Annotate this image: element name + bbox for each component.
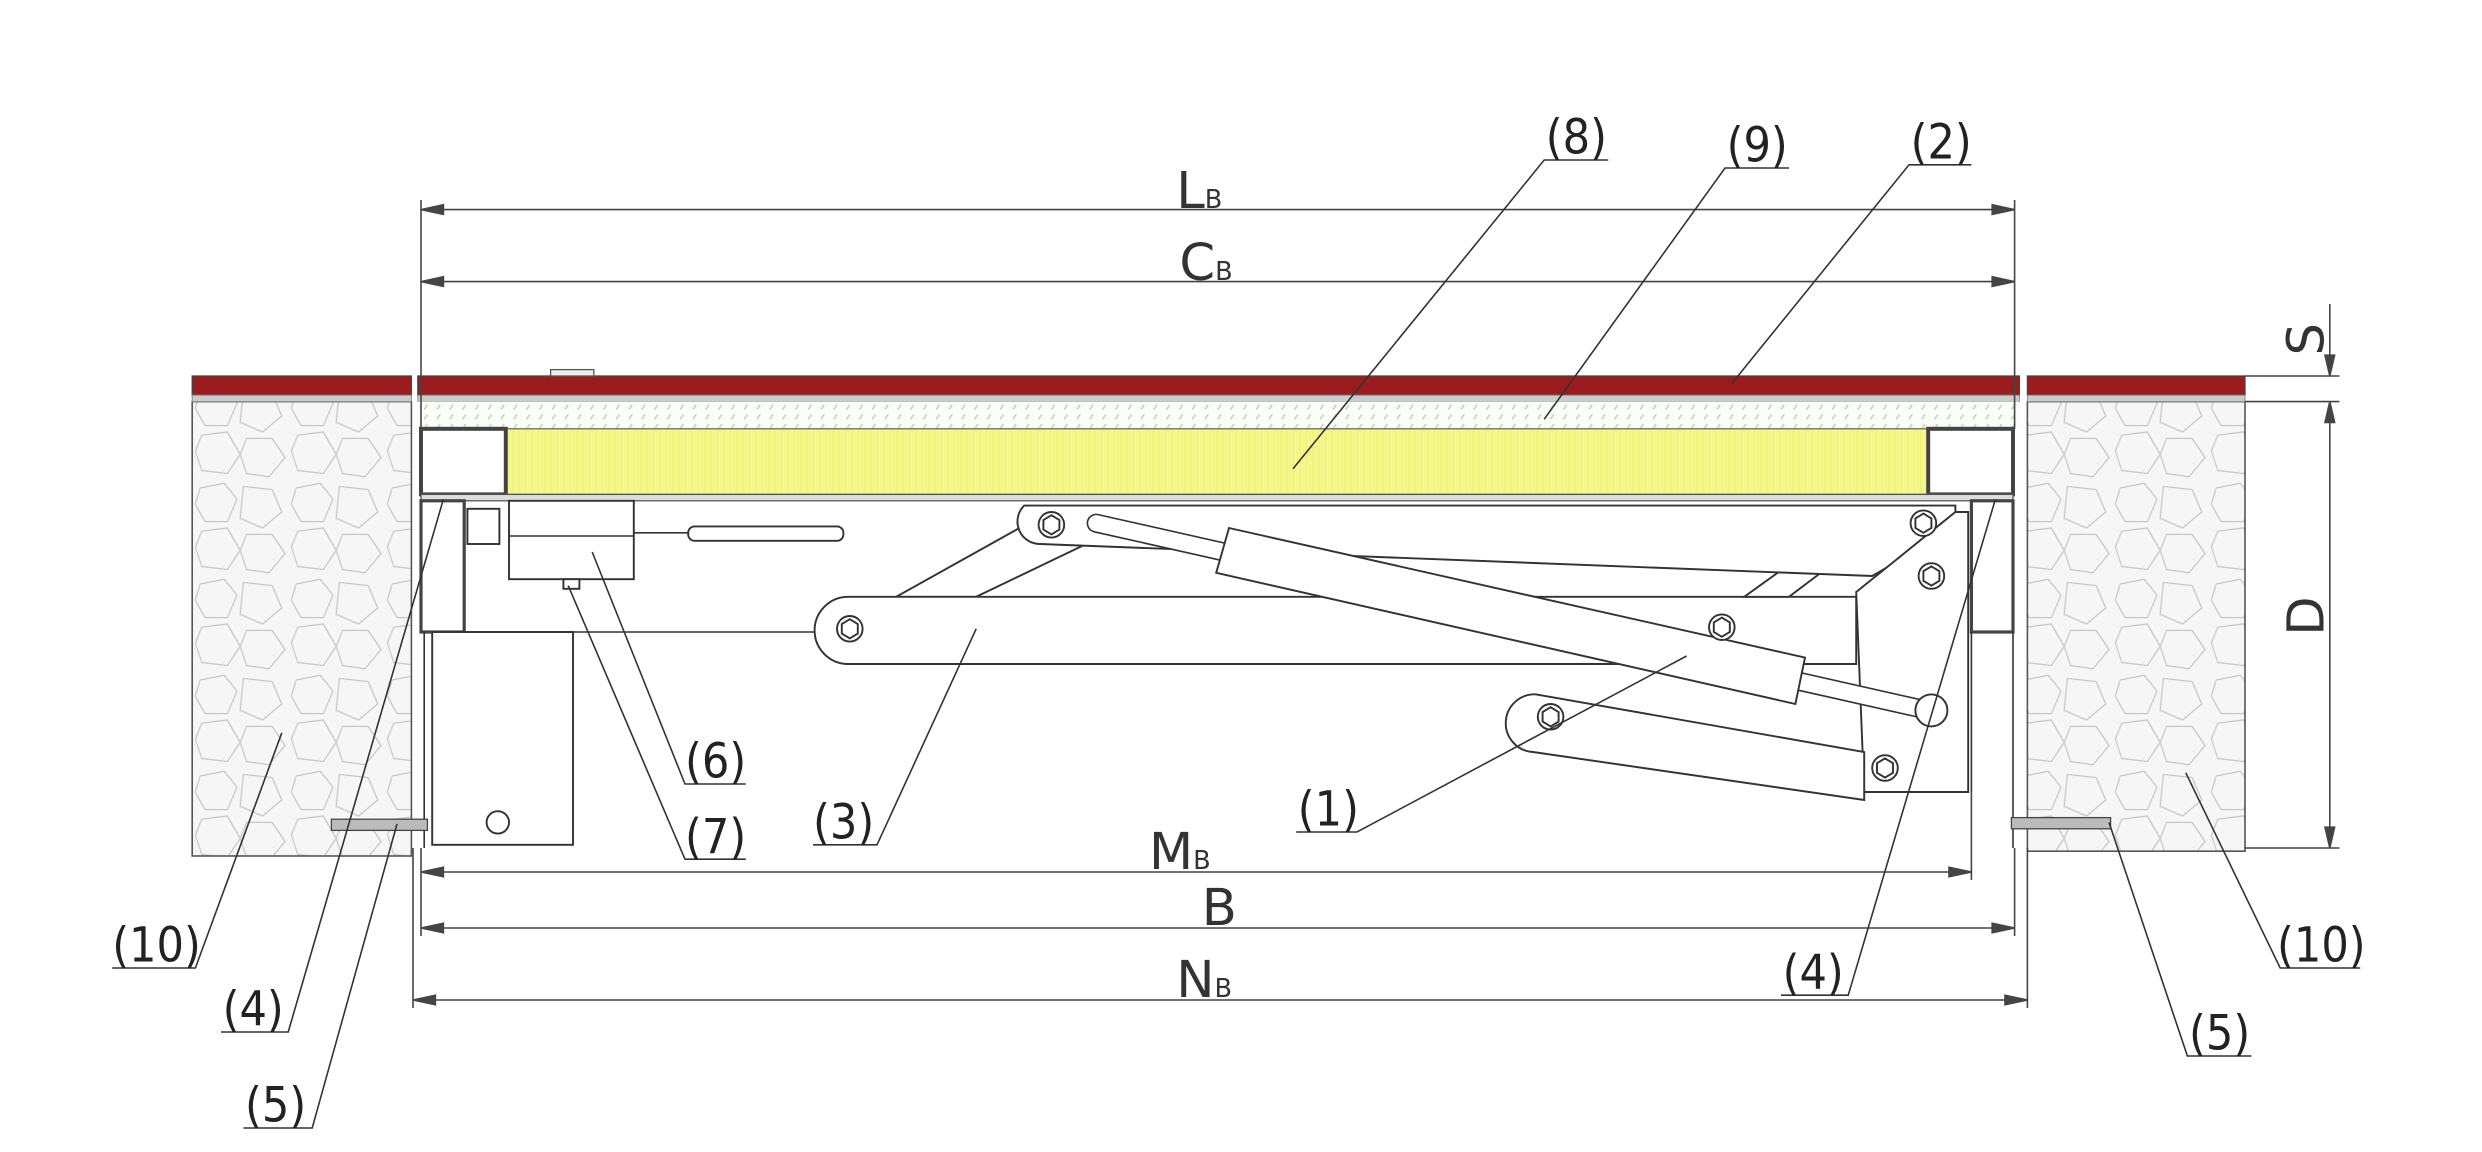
tube-right [1926, 426, 2016, 497]
handle-plate [549, 368, 595, 377]
callout-4-left: (4) [223, 982, 284, 1038]
dim-mb: M [1149, 822, 1193, 882]
callout-2: (2) [1911, 114, 1972, 170]
anchor-left [330, 818, 429, 832]
frame-left [419, 499, 466, 634]
svg-text:CB: CB [1179, 233, 1232, 293]
dim-d: D [2276, 596, 2336, 635]
callout-7: (7) [685, 809, 746, 865]
callout-labels: (8) (9) (2) (6) (7) (3) (1) (10) (4) (5)… [112, 110, 2365, 1134]
cover-left [191, 375, 413, 396]
callout-10-right: (10) [2277, 918, 2366, 974]
dim-lb: L [1176, 161, 1205, 221]
callout-8: (8) [1546, 110, 1607, 166]
callout-5-right: (5) [2189, 1006, 2250, 1062]
gas-spring [1214, 526, 1807, 706]
svg-text:NB: NB [1176, 950, 1232, 1010]
cover-main [417, 375, 2021, 396]
svg-text:LB: LB [1176, 161, 1222, 221]
callout-5-left: (5) [245, 1078, 306, 1134]
bottom-plate [420, 493, 2014, 502]
callout-1: (1) [1298, 782, 1359, 838]
callout-9: (9) [1727, 118, 1788, 174]
dim-cb: C [1179, 233, 1215, 293]
insulation [505, 428, 1929, 496]
callout-4-right: (4) [1783, 945, 1844, 1001]
leader-lines [112, 159, 2361, 1129]
bolts [836, 509, 1946, 782]
concrete-left [191, 400, 413, 857]
frame-right [1969, 499, 2015, 634]
dimension-lines [412, 200, 2340, 1008]
dim-nb: N [1176, 950, 1214, 1010]
svg-text:MB: MB [1149, 822, 1211, 882]
bracket-left [431, 631, 574, 846]
anchor-right [2010, 816, 2112, 830]
callout-3: (3) [813, 794, 874, 850]
lock-box [508, 499, 635, 581]
dim-s: S [2276, 323, 2336, 356]
fill-layer [417, 401, 2020, 429]
tube-left [419, 426, 508, 497]
callout-6: (6) [685, 734, 746, 790]
concrete-right [2026, 400, 2246, 853]
callout-10-left: (10) [112, 918, 201, 974]
dim-b: B [1202, 878, 1237, 938]
cover-right [2026, 375, 2246, 396]
lock-nut [562, 578, 581, 590]
